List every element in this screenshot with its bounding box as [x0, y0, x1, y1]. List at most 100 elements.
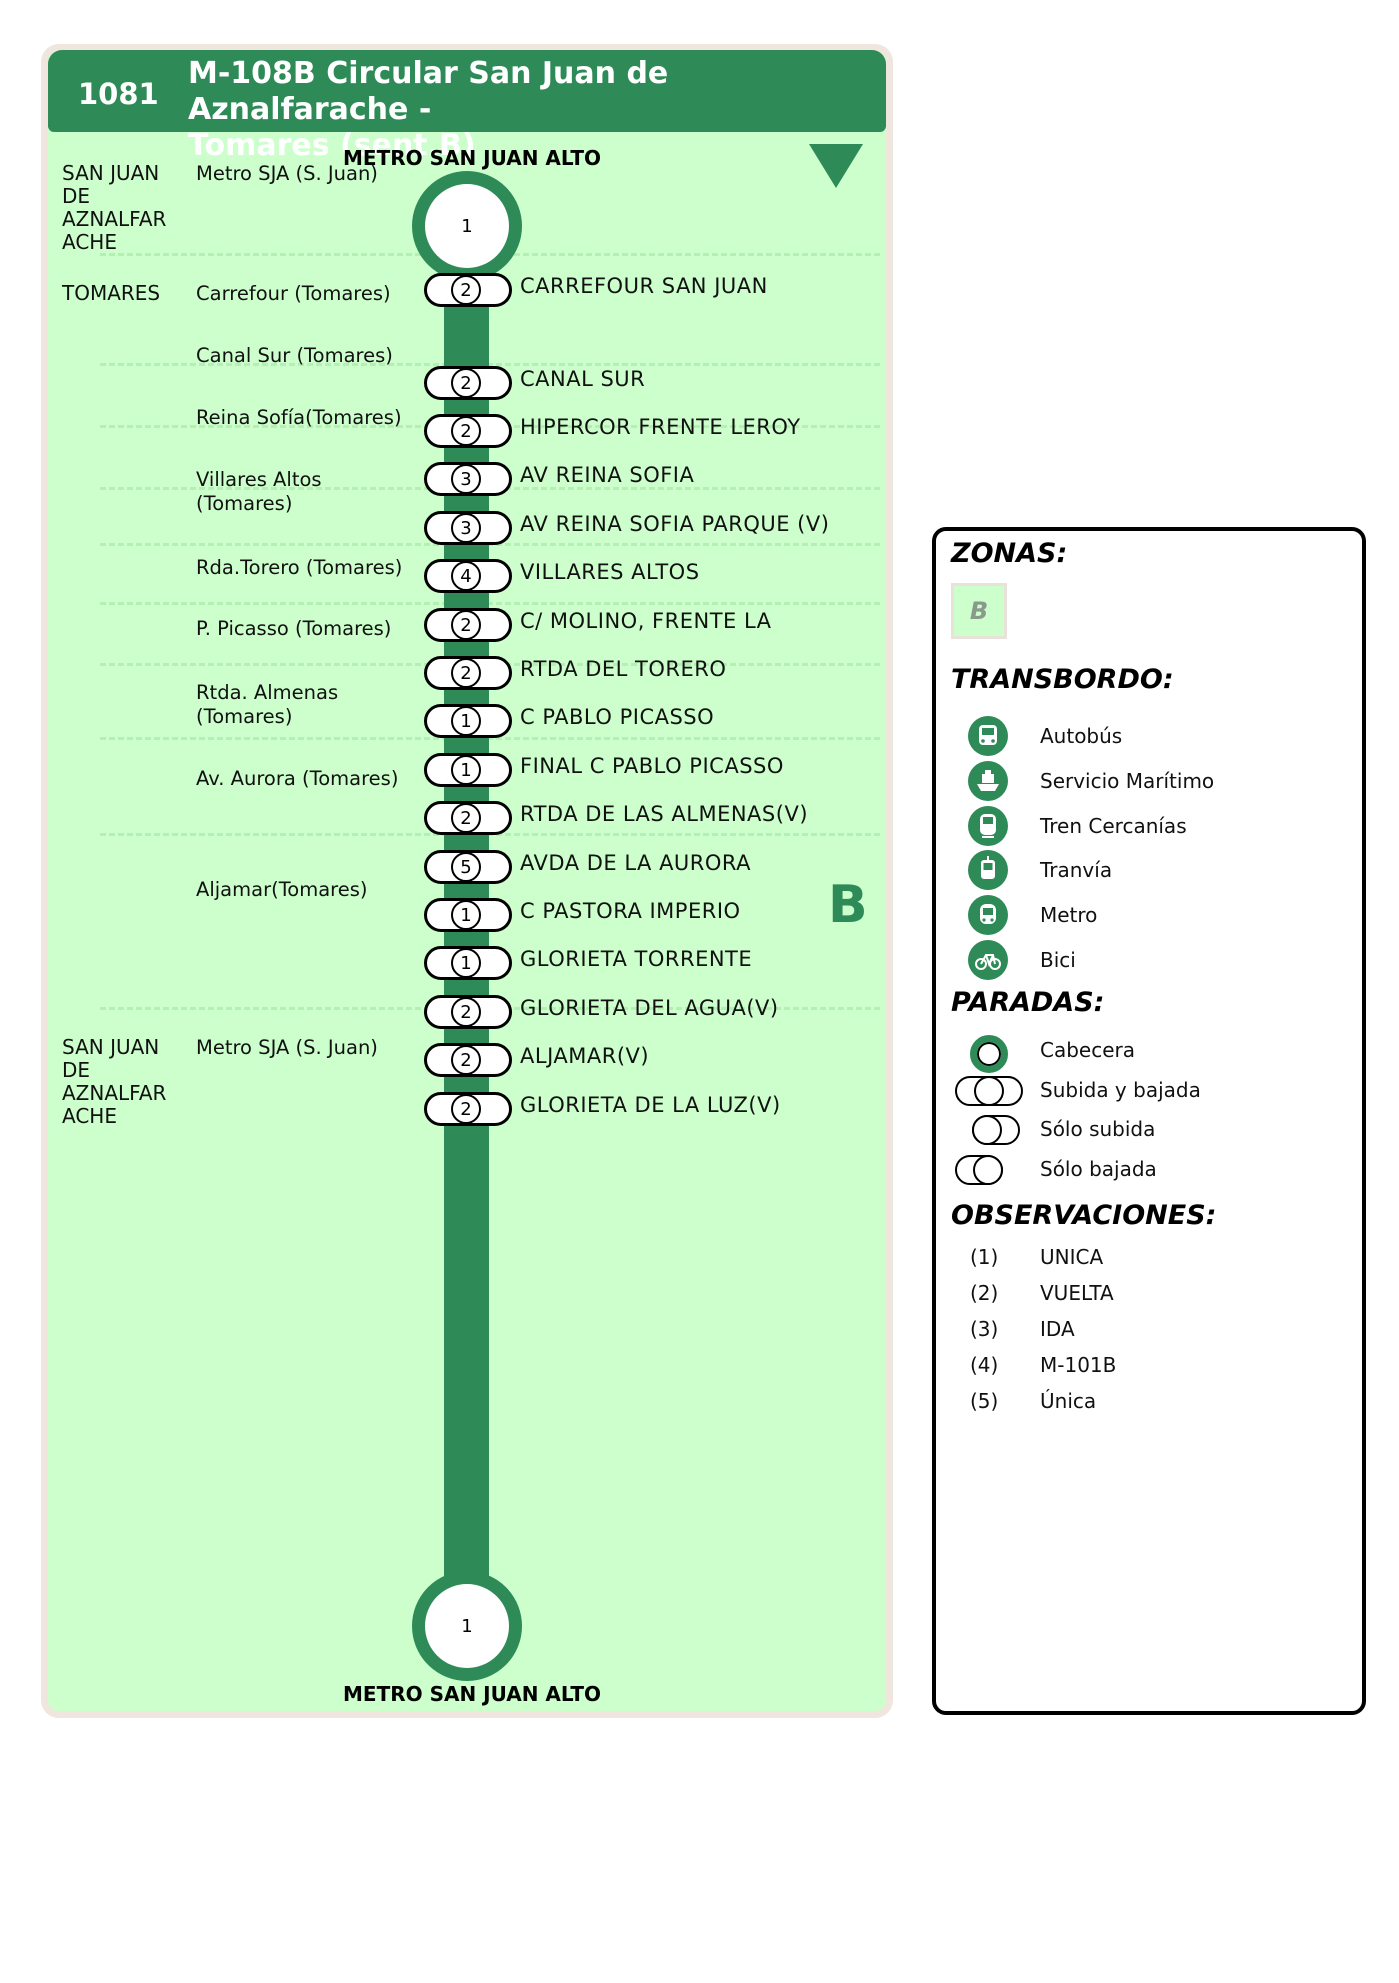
ship-icon — [968, 761, 1008, 801]
stop-name: AV REINA SOFIA — [520, 463, 695, 487]
area-line: (Tomares) — [196, 492, 293, 515]
transbordo-label: Metro — [1040, 903, 1098, 927]
observacion-code: (2) — [970, 1281, 999, 1305]
stop-name: FINAL C PABLO PICASSO — [520, 754, 784, 778]
route-header — [48, 50, 886, 132]
municipality-label: TOMARES — [62, 282, 187, 305]
line-title-2: Tomares (sent.B) — [188, 128, 476, 163]
transbordo-label: Bici — [1040, 948, 1076, 972]
area-line: Metro SJA (S. Juan) — [196, 162, 378, 185]
area-label: Villares Altos(Tomares) — [196, 468, 322, 516]
observacion-code: (4) — [970, 1353, 999, 1377]
transbordo-label: Servicio Marítimo — [1040, 769, 1215, 793]
municipality-line: DE — [62, 184, 91, 208]
terminal-top-number: 1 — [461, 215, 473, 237]
terminal-bottom-label: METRO SAN JUAN ALTO — [343, 1682, 601, 1706]
transbordo-label: Tranvía — [1040, 858, 1113, 882]
municipality-line: ACHE — [62, 1104, 117, 1128]
stop-obs-number: 1 — [451, 755, 481, 785]
parada-label: Subida y bajada — [1040, 1078, 1201, 1102]
area-line: Rtda. Almenas — [196, 681, 339, 704]
area-label: Metro SJA (S. Juan) — [196, 1036, 378, 1060]
area-label: Carrefour (Tomares) — [196, 282, 391, 306]
parada-label: Sólo bajada — [1040, 1157, 1157, 1181]
stop-obs-number: 2 — [451, 997, 481, 1027]
observaciones-title: OBSERVACIONES: — [951, 1200, 1217, 1231]
observacion-text: IDA — [1040, 1317, 1075, 1341]
stop-name: C/ MOLINO, FRENTE LA — [520, 609, 772, 633]
stop-obs-number: 2 — [451, 275, 481, 305]
line-title: M-108B Circular San Juan de Aznalfarache… — [188, 56, 878, 164]
transbordo-label: Tren Cercanías — [1040, 814, 1187, 838]
parada-label: Cabecera — [1040, 1038, 1135, 1062]
stop-name: RTDA DE LAS ALMENAS(V) — [520, 802, 809, 826]
area-label: P. Picasso (Tomares) — [196, 617, 391, 641]
train-icon — [968, 806, 1008, 846]
stop-obs-number: 5 — [451, 852, 481, 882]
stop-obs-number: 2 — [451, 1094, 481, 1124]
stop-name: AV REINA SOFIA PARQUE (V) — [520, 512, 830, 536]
terminal-bottom-number: 1 — [461, 1615, 473, 1637]
stop-obs-number: 3 — [451, 464, 481, 494]
terminal-bottom-marker[interactable]: 1 — [412, 1571, 522, 1681]
cabecera-icon — [970, 1035, 1008, 1073]
municipality-line: ACHE — [62, 230, 117, 254]
stop-name: HIPERCOR FRENTE LEROY — [520, 415, 801, 439]
observacion-code: (3) — [970, 1317, 999, 1341]
paradas-title: PARADAS: — [951, 987, 1105, 1018]
stop-name: C PASTORA IMPERIO — [520, 899, 741, 923]
observacion-code: (1) — [970, 1245, 999, 1269]
separator — [100, 363, 880, 366]
stop-name: GLORIETA DEL AGUA(V) — [520, 996, 779, 1020]
area-line: Av. Aurora (Tomares) — [196, 767, 399, 790]
solo-subida-icon — [972, 1115, 1024, 1145]
area-line: Canal Sur (Tomares) — [196, 344, 393, 367]
separator — [100, 602, 880, 605]
parada-label: Sólo subida — [1040, 1117, 1156, 1141]
terminal-top-label: METRO SAN JUAN ALTO — [343, 146, 601, 170]
area-line: Villares Altos — [196, 468, 322, 491]
area-line: Reina Sofía(Tomares) — [196, 406, 402, 429]
area-line: P. Picasso (Tomares) — [196, 617, 392, 640]
zone-letter: B — [828, 875, 868, 935]
area-line: (Tomares) — [196, 705, 293, 728]
separator — [100, 737, 880, 740]
stop-name: CANAL SUR — [520, 367, 646, 391]
stop-obs-number: 2 — [451, 610, 481, 640]
transbordo-title: TRANSBORDO: — [951, 664, 1174, 695]
solo-bajada-icon — [955, 1155, 1007, 1185]
observacion-code: (5) — [970, 1389, 999, 1413]
zone-box-letter: B — [969, 597, 989, 625]
municipality-line: AZNALFAR — [62, 1081, 167, 1105]
municipality-line: DE — [62, 1058, 91, 1082]
area-line: Metro SJA (S. Juan) — [196, 1036, 378, 1059]
subida-bajada-icon — [955, 1076, 1023, 1106]
stop-name: GLORIETA DE LA LUZ(V) — [520, 1093, 781, 1117]
area-line: Aljamar(Tomares) — [196, 878, 368, 901]
municipality-line: TOMARES — [62, 281, 161, 305]
municipality-line: AZNALFAR — [62, 207, 167, 231]
area-line: Rda.Torero (Tomares) — [196, 556, 403, 579]
stop-obs-number: 2 — [451, 658, 481, 688]
observacion-text: M-101B — [1040, 1353, 1117, 1377]
stop-obs-number: 1 — [451, 948, 481, 978]
bus-icon — [968, 716, 1008, 756]
direction-triangle-icon — [809, 144, 863, 188]
area-label: Av. Aurora (Tomares) — [196, 767, 398, 791]
terminal-top-marker[interactable]: 1 — [412, 171, 522, 281]
area-label: Rtda. Almenas(Tomares) — [196, 681, 338, 729]
zonas-title: ZONAS: — [951, 538, 1068, 569]
stop-obs-number: 2 — [451, 1045, 481, 1075]
area-line: Carrefour (Tomares) — [196, 282, 391, 305]
stop-name: ALJAMAR(V) — [520, 1044, 650, 1068]
line-code: 1081 — [78, 77, 159, 111]
stop-name: VILLARES ALTOS — [520, 560, 700, 584]
stop-name: CARREFOUR SAN JUAN — [520, 274, 768, 298]
stop-name: GLORIETA TORRENTE — [520, 947, 753, 971]
zone-box: B — [951, 583, 1007, 639]
municipality-line: SAN JUAN — [62, 1035, 160, 1059]
stop-obs-number: 4 — [451, 561, 481, 591]
transbordo-label: Autobús — [1040, 724, 1123, 748]
